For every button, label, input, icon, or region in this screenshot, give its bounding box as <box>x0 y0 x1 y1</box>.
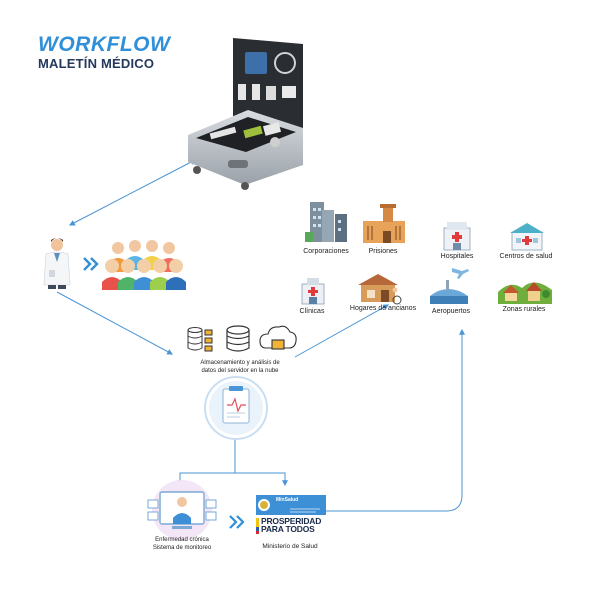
monitoring-caption-line1: Enfermedad crónica <box>155 537 209 543</box>
monitoring-caption-line2: Sistema de monitoreo <box>152 545 212 551</box>
storage-destinations-connector <box>294 304 390 358</box>
chronic-monitoring-illustration <box>147 480 217 540</box>
chevrons-icon <box>229 515 245 529</box>
workflow-title: WORKFLOW <box>38 33 171 56</box>
slogan: PROSPERIDAD PARA TODOS <box>261 516 322 534</box>
zonas-rurales-icon <box>498 282 552 304</box>
storage-caption-line1: Almacenamiento y análisis de <box>200 360 280 366</box>
slogan-line1: PROSPERIDAD <box>261 516 322 526</box>
case-doctor-connector <box>68 159 197 226</box>
label-hogares-de-ancianos: Hogares de ancianos <box>349 305 417 312</box>
monitoring-caption: Enfermedad crónica Sistema de monitoreo <box>136 536 228 552</box>
doctor-illustration <box>43 238 71 289</box>
doctor-storage-connector <box>56 291 174 355</box>
slogan-line2: PARA TODOS <box>261 524 315 534</box>
label-prisiones: Prisiones <box>368 248 398 255</box>
workflow-subtitle: MALETÍN MÉDICO <box>38 56 155 71</box>
label-clinicas: Clínicas <box>299 308 325 315</box>
database-icon <box>226 325 250 352</box>
medical-report-icon <box>204 376 268 440</box>
connector-lines <box>56 159 465 512</box>
hogares-de-ancianos-icon <box>358 274 402 305</box>
hospitales-icon <box>443 222 471 251</box>
chevrons-icon <box>83 257 99 271</box>
prisiones-icon <box>363 204 405 243</box>
aeropuertos-icon <box>430 268 469 304</box>
ministry-logo <box>256 495 326 534</box>
label-zonas-rurales: Zonas rurales <box>502 306 546 313</box>
report-ministry-connector <box>235 472 288 487</box>
centros-de-salud-icon <box>510 223 544 251</box>
database-sync-icon <box>187 327 213 352</box>
corporaciones-icon <box>305 202 347 242</box>
clinicas-icon <box>301 278 325 305</box>
label-aeropuertos: Aeropuertos <box>431 308 471 315</box>
label-corporaciones: Corporaciones <box>303 248 349 255</box>
medical-briefcase-image <box>188 38 303 190</box>
storage-caption: Almacenamiento y análisis de datos del s… <box>180 359 300 375</box>
ministry-caption: Ministerio de Salud <box>262 543 318 550</box>
cloud-folder-icon <box>259 325 297 350</box>
label-hospitales: Hospitales <box>440 253 474 260</box>
storage-caption-line2: datos del servidor en la nube <box>201 368 279 374</box>
minsalud-badge-text: MinSalud <box>276 497 299 503</box>
ministry-airport-connector <box>326 328 465 512</box>
patients-group-illustration <box>102 240 186 290</box>
label-centros-de-salud: Centros de salud <box>499 253 553 260</box>
